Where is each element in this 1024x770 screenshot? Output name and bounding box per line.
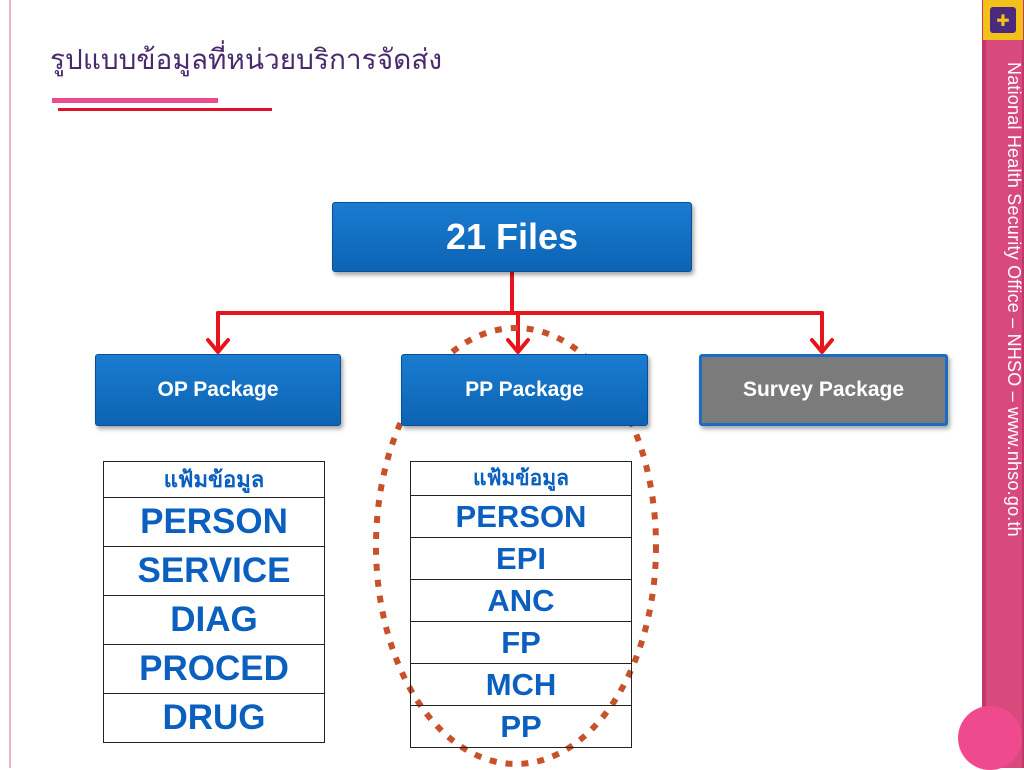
- left-border-line: [9, 0, 11, 768]
- op-table-header: แฟ้มข้อมูล: [103, 461, 325, 498]
- survey-package-node: Survey Package: [699, 354, 948, 426]
- op-table-row: DIAG: [103, 595, 325, 645]
- nhso-logo-icon: ✚: [983, 0, 1023, 40]
- pp-files-table: แฟ้มข้อมูล PERSON EPI ANC FP MCH PP: [410, 461, 632, 748]
- pp-table-row: ANC: [410, 579, 632, 622]
- op-table-row: PERSON: [103, 497, 325, 547]
- pp-highlight-ellipse: [373, 325, 659, 767]
- op-table-row: DRUG: [103, 693, 325, 743]
- pp-table-row: EPI: [410, 537, 632, 580]
- survey-arrowhead-icon: [810, 338, 834, 354]
- slide-title: รูปแบบข้อมูลที่หน่วยบริการจัดส่ง: [50, 43, 443, 76]
- right-sidebar-band: [986, 0, 1022, 768]
- pp-table-row: MCH: [410, 663, 632, 706]
- pp-table-row: FP: [410, 621, 632, 664]
- title-underline-pink: [52, 98, 218, 103]
- root-node-21-files: 21 Files: [332, 202, 692, 272]
- pp-package-node: PP Package: [401, 354, 648, 426]
- pp-table-header: แฟ้มข้อมูล: [410, 461, 632, 496]
- op-package-node: OP Package: [95, 354, 341, 426]
- corner-decoration-circle: [958, 706, 1022, 770]
- title-underline-red: [58, 108, 272, 111]
- pp-arrowhead-icon: [506, 338, 530, 354]
- sidebar-organization-text: National Health Security Office – NHSO –…: [1004, 62, 1024, 537]
- op-table-row: PROCED: [103, 644, 325, 694]
- op-arrowhead-icon: [206, 338, 230, 354]
- pp-table-row: PERSON: [410, 495, 632, 538]
- op-files-table: แฟ้มข้อมูล PERSON SERVICE DIAG PROCED DR…: [103, 461, 325, 743]
- op-table-row: SERVICE: [103, 546, 325, 596]
- pp-table-row: PP: [410, 705, 632, 748]
